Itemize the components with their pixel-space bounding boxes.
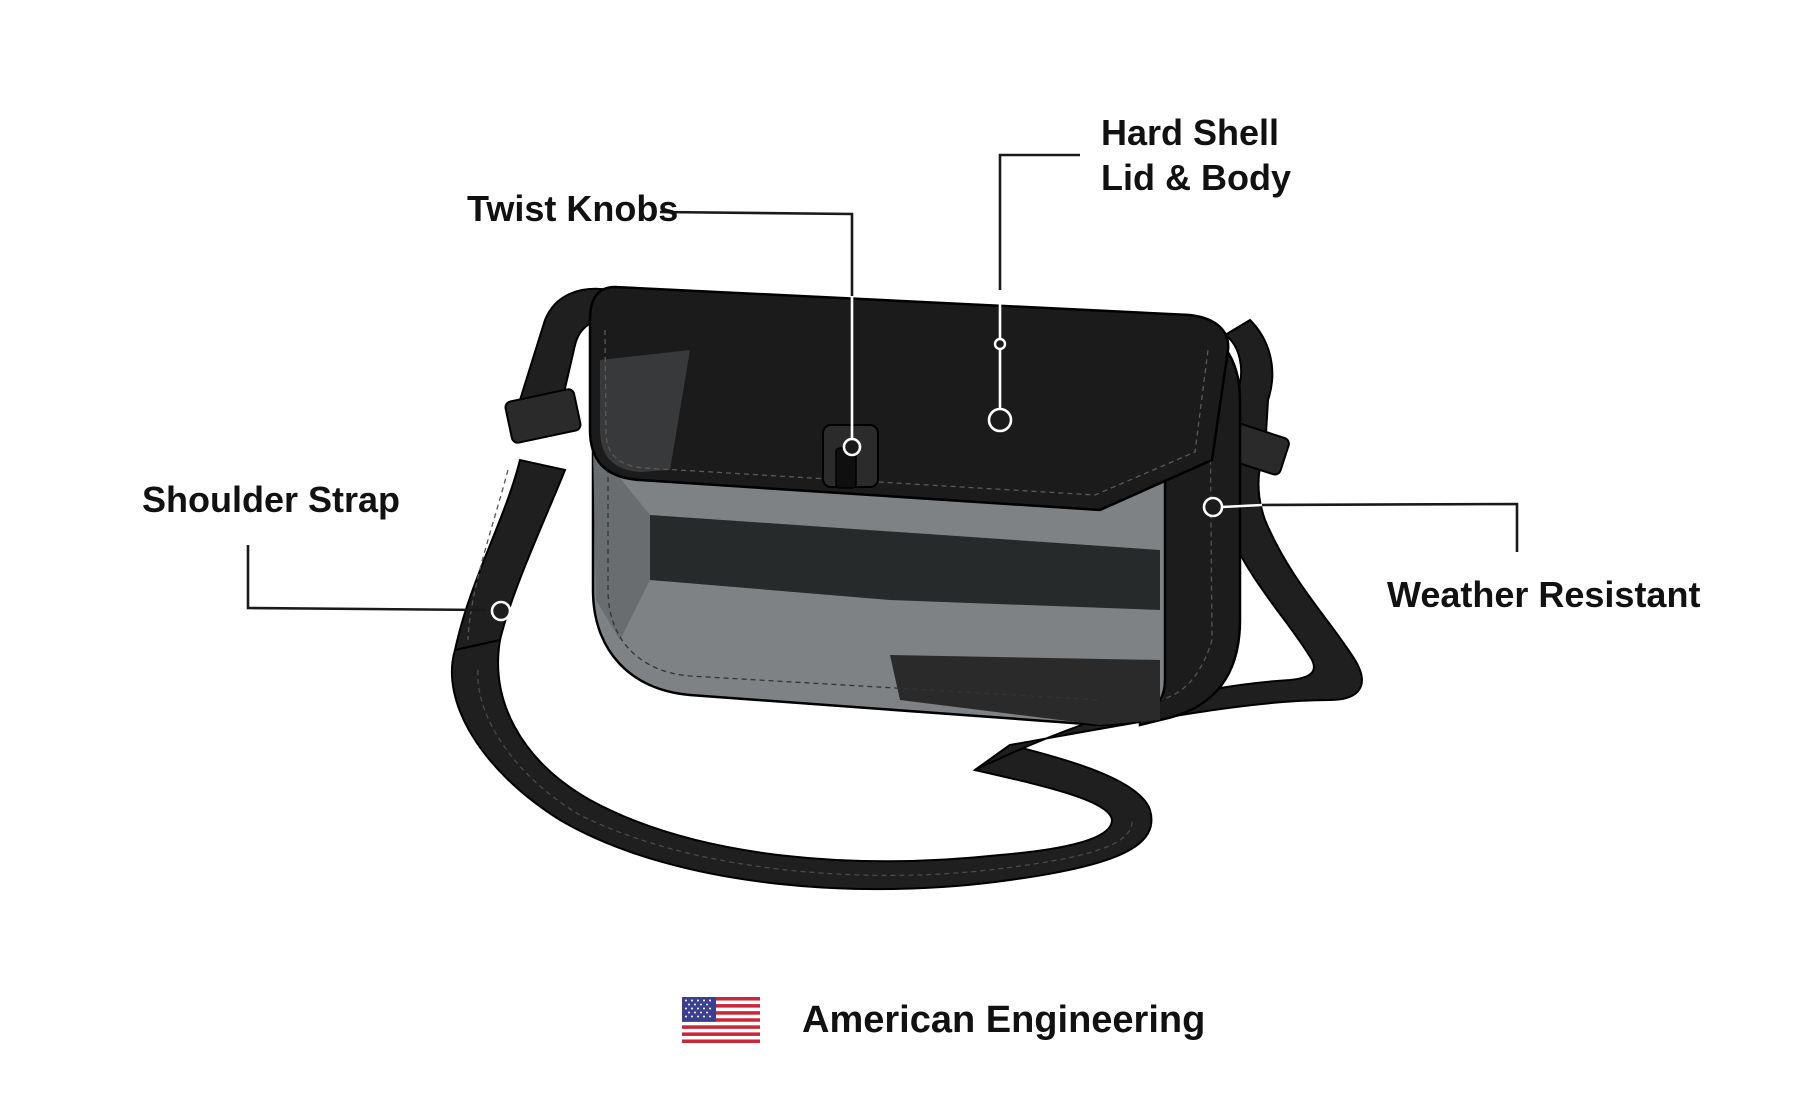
- callout-twist-knobs: Twist Knobs: [467, 188, 678, 229]
- us-flag-icon: [682, 997, 760, 1044]
- shoulder-strap-leader: [246, 545, 512, 622]
- callout-weather-resistant: Weather Resistant: [1387, 574, 1700, 615]
- hard-shell-leader: [987, 153, 1080, 433]
- callout-shoulder-strap: Shoulder Strap: [142, 479, 400, 520]
- bag-body: [588, 285, 1242, 727]
- callout-hard-shell-line2: Lid & Body: [1101, 157, 1291, 198]
- callout-hard-shell-line1: Hard Shell: [1101, 112, 1279, 153]
- twist-knobs-leader: [659, 210, 862, 457]
- shoulder-strap: [450, 287, 1363, 891]
- weather-resistant-leader: [1202, 496, 1519, 552]
- footer-label: American Engineering: [802, 999, 1205, 1041]
